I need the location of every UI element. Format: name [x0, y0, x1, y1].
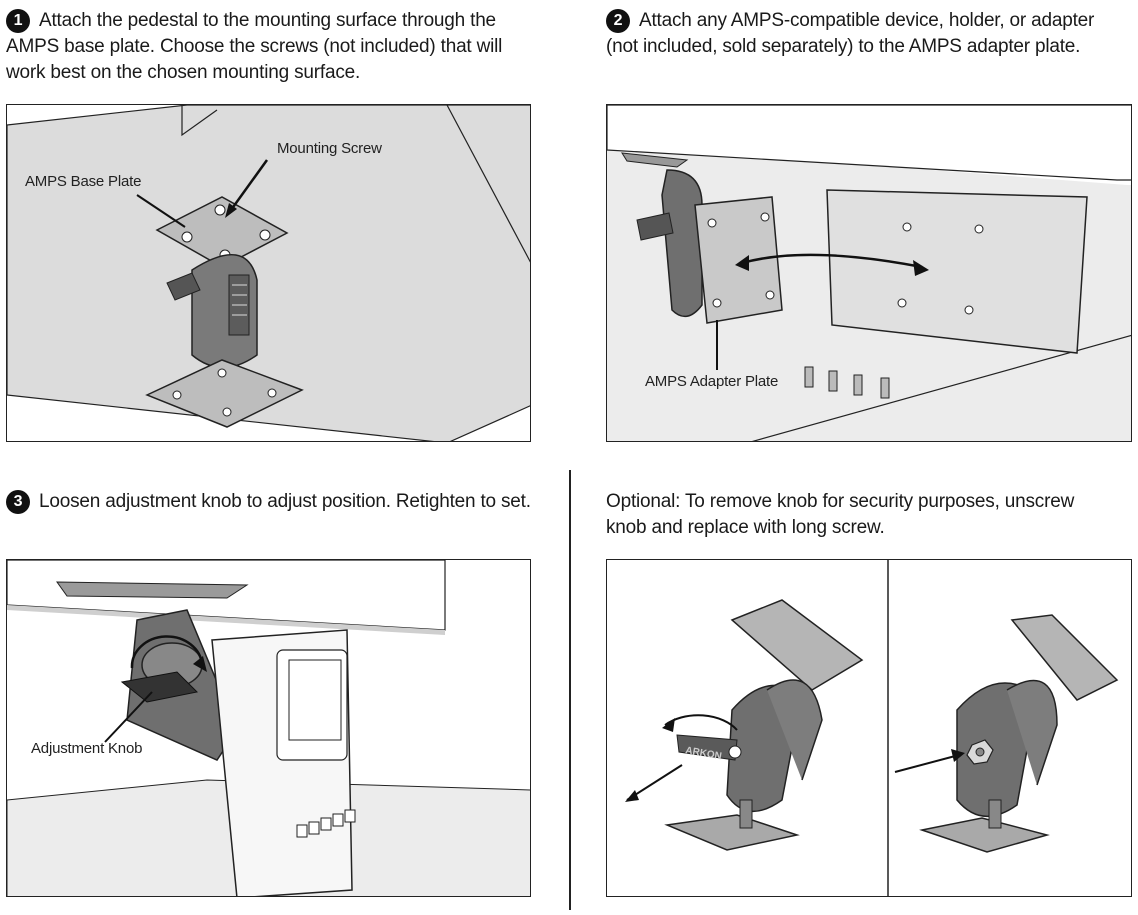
- column-divider: [569, 470, 571, 910]
- step-text: Attach any AMPS-compatible device, holde…: [606, 10, 1095, 57]
- illustration-base-plate-mounting: Mounting Screw AMPS Base Plate: [6, 104, 531, 442]
- knob-removal-drawing: ARKON: [625, 560, 1119, 896]
- step-number-badge: 2: [606, 9, 630, 33]
- step-3-instruction: 3 Loosen adjustment knob to adjust positi…: [6, 489, 536, 515]
- step-text: Loosen adjustment knob to adjust positio…: [39, 491, 531, 512]
- illustration-adjustment-knob: Adjustment Knob: [6, 559, 531, 897]
- adjustment-knob-drawing: [7, 560, 530, 896]
- amps-adapter-plate-label: AMPS Adapter Plate: [645, 373, 779, 390]
- step-number-badge: 1: [6, 9, 30, 33]
- step-text: Attach the pedestal to the mounting surf…: [6, 10, 503, 83]
- illustration-knob-removal: ARKON: [606, 559, 1132, 897]
- optional-instruction: Optional: To remove knob for security pu…: [606, 489, 1116, 541]
- adjustment-knob-label: Adjustment Knob: [31, 740, 143, 757]
- amps-base-plate-label: AMPS Base Plate: [25, 173, 142, 190]
- illustration-adapter-plate: AMPS Adapter Plate: [606, 104, 1132, 442]
- step-number-badge: 3: [6, 490, 30, 514]
- optional-text: Optional: To remove knob for security pu…: [606, 491, 1075, 538]
- mounting-screw-label: Mounting Screw: [277, 140, 382, 157]
- adapter-plate-drawing: [607, 105, 1131, 441]
- base-plate-mounting-drawing: [7, 105, 530, 441]
